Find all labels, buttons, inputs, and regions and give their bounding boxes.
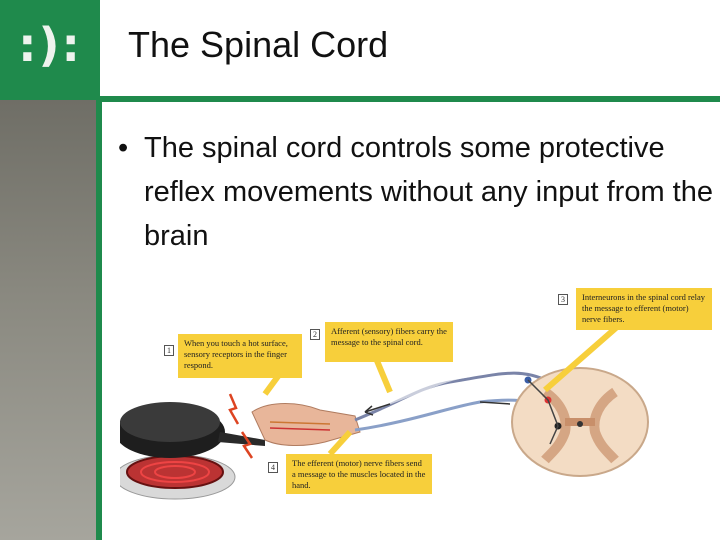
reflex-arc-illustration: 1 When you touch a hot surface, sensory … bbox=[120, 282, 712, 502]
logo-smiley-icon: :): bbox=[0, 18, 100, 72]
step-number: 2 bbox=[310, 329, 320, 340]
bullet-point: •The spinal cord controls some protectiv… bbox=[118, 126, 720, 258]
bullet-marker: • bbox=[118, 126, 144, 170]
bullet-text: The spinal cord controls some protective… bbox=[144, 132, 713, 252]
step-number: 4 bbox=[268, 462, 278, 473]
step-number: 3 bbox=[558, 294, 568, 305]
step-callout: The efferent (motor) nerve fibers send a… bbox=[286, 454, 432, 494]
left-divider bbox=[96, 100, 102, 540]
step-number: 1 bbox=[164, 345, 174, 356]
step-callout: Afferent (sensory) fibers carry the mess… bbox=[325, 322, 453, 362]
logo-box: :): bbox=[0, 0, 100, 100]
pan-handle bbox=[218, 432, 265, 446]
heat-bolt-icon bbox=[230, 394, 238, 424]
step-callout: Interneurons in the spinal cord relay th… bbox=[576, 288, 712, 330]
slide-title: The Spinal Cord bbox=[128, 24, 388, 66]
title-divider bbox=[100, 96, 720, 102]
left-sidebar-bar bbox=[0, 100, 96, 540]
step-callout: When you touch a hot surface, sensory re… bbox=[178, 334, 302, 378]
